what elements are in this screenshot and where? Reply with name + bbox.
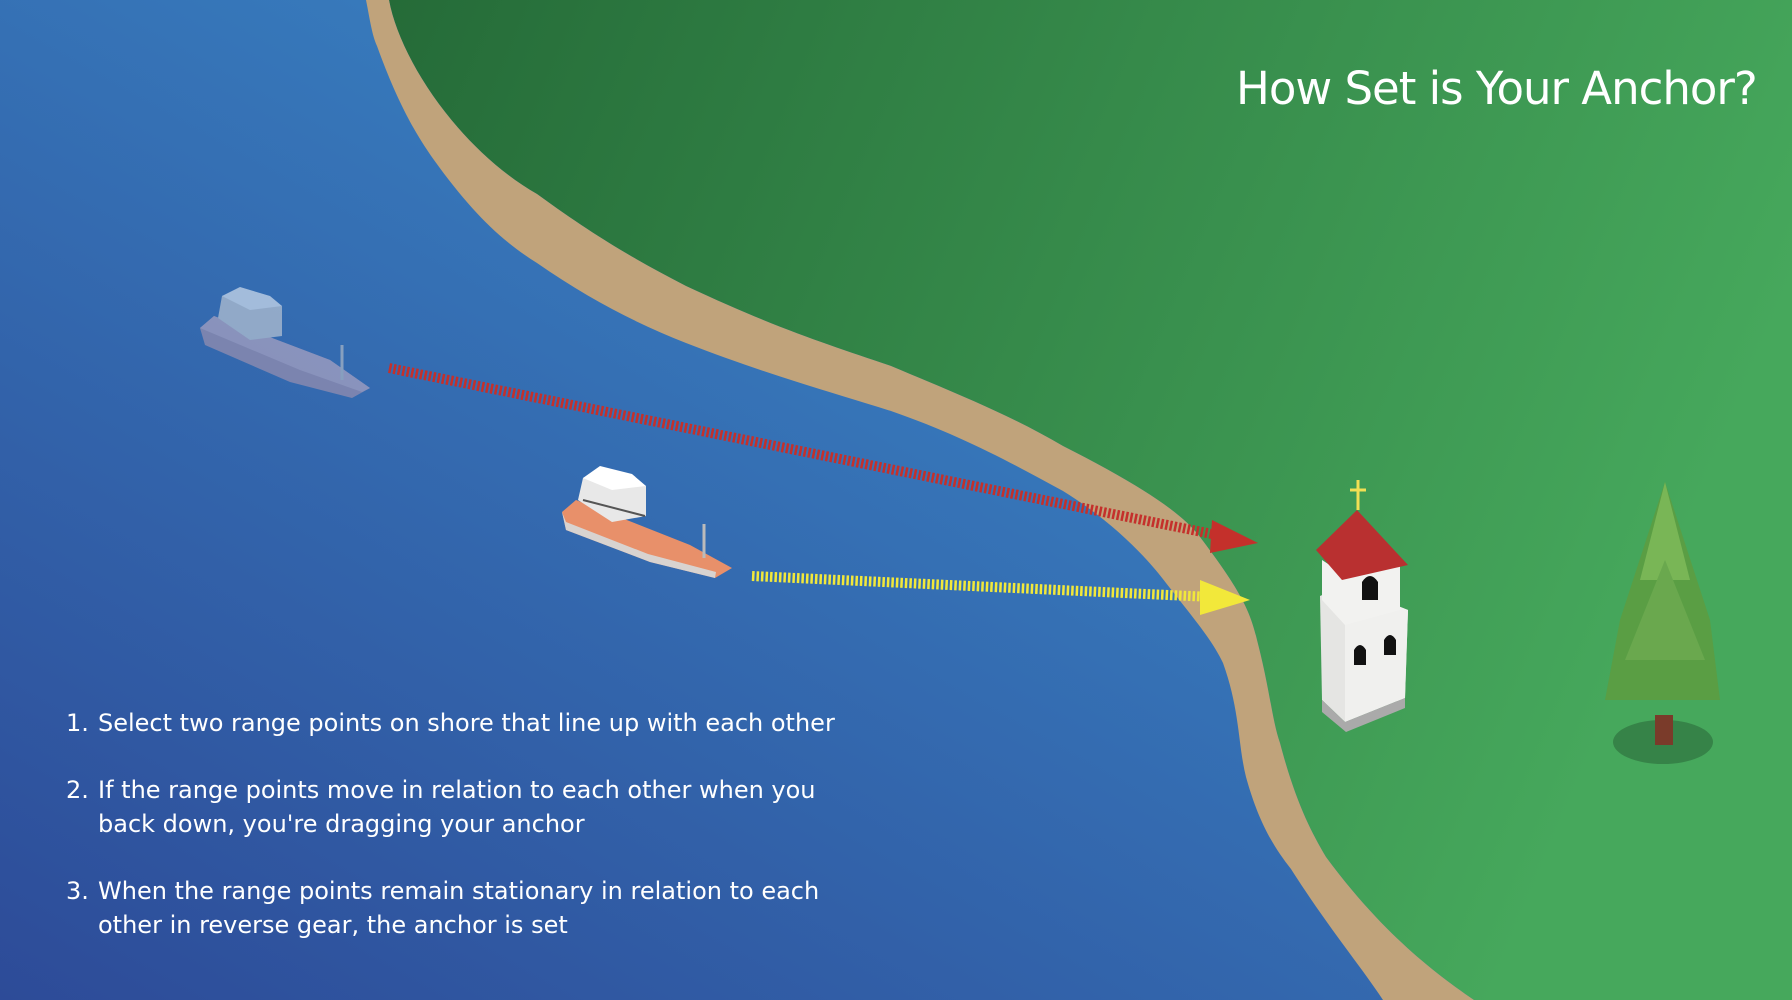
instruction-list: 1. Select two range points on shore that… — [66, 706, 835, 975]
set-range-arrow — [751, 571, 1250, 615]
boat-set-icon — [562, 466, 732, 578]
step-text: Select two range points on shore that li… — [98, 709, 835, 737]
step-number: 1. — [66, 709, 89, 737]
step-text: When the range points remain stationary … — [98, 877, 820, 905]
step-number: 2. — [66, 776, 89, 804]
step-number: 3. — [66, 877, 89, 905]
step-text: back down, you're dragging your anchor — [98, 810, 585, 838]
step-text: If the range points move in relation to … — [98, 776, 816, 804]
instruction-step: 2. If the range points move in relation … — [66, 773, 835, 841]
page-title: How Set is Your Anchor? — [1236, 62, 1758, 115]
boat-dragging-icon — [200, 287, 370, 398]
step-text: other in reverse gear, the anchor is set — [98, 911, 568, 939]
instruction-step: 1. Select two range points on shore that… — [66, 706, 835, 740]
pine-tree-icon — [1605, 482, 1720, 764]
church-tower-icon — [1316, 480, 1408, 732]
instruction-step: 3. When the range points remain stationa… — [66, 874, 835, 942]
dragging-range-arrow — [388, 363, 1258, 553]
land — [389, 0, 1792, 1000]
